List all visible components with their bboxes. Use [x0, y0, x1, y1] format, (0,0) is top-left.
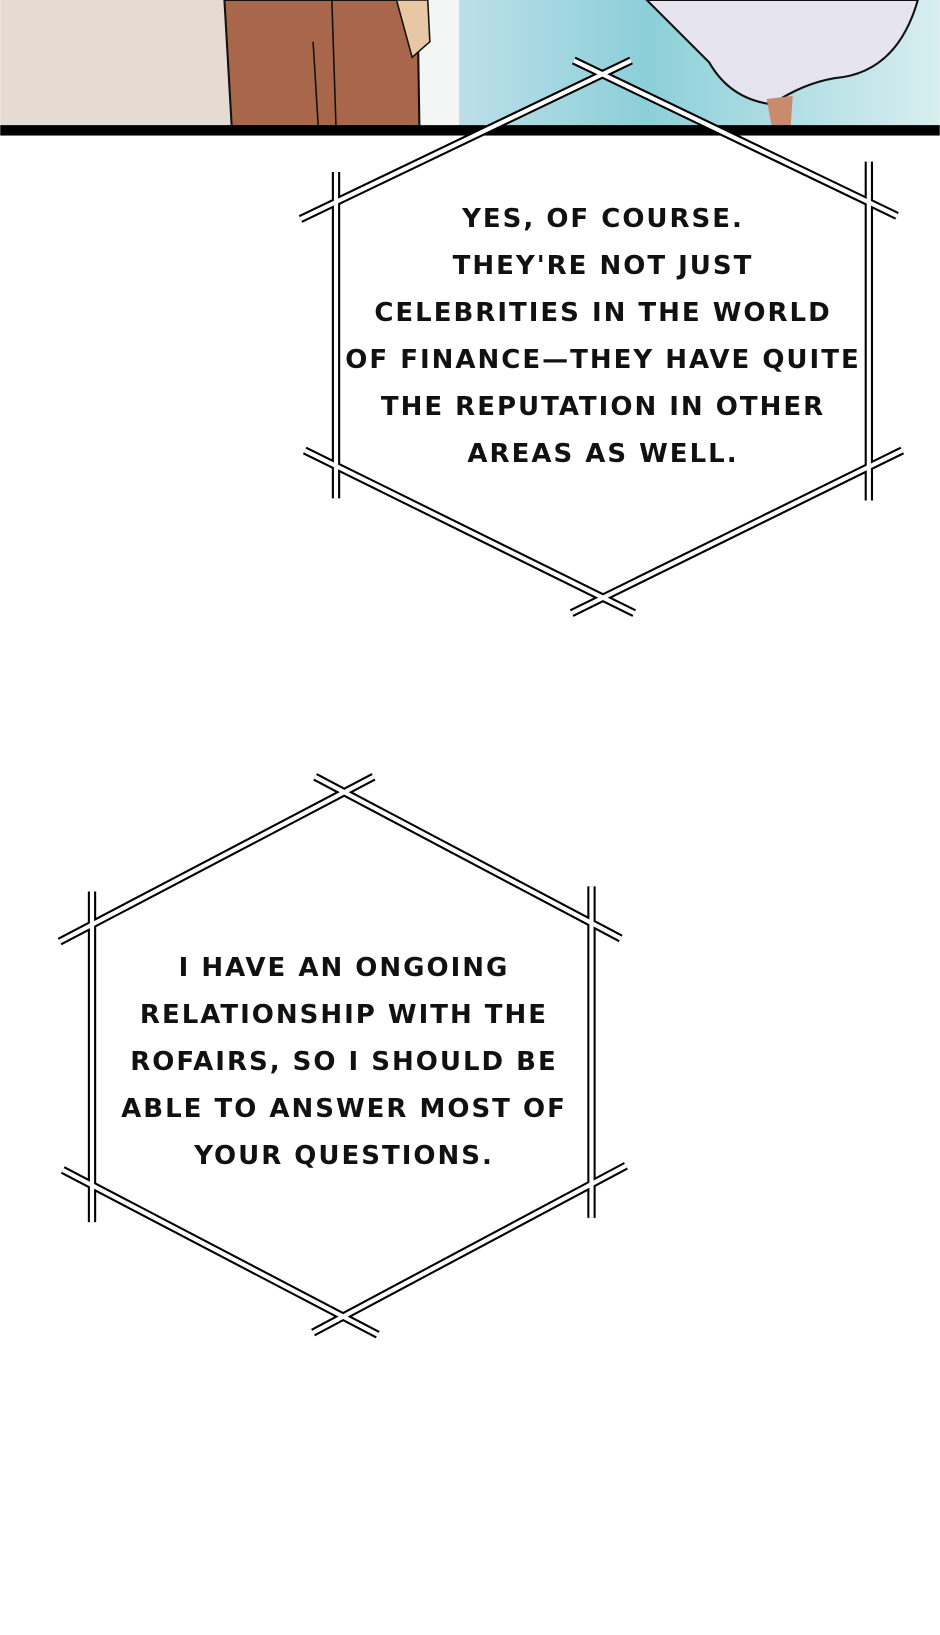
caption-line: THEY'RE NOT JUST	[452, 251, 754, 281]
brown-pants	[223, 0, 421, 129]
caption-line: I HAVE AN ONGOING	[178, 953, 510, 983]
top-panel	[0, 0, 940, 136]
speech-bubble-2-text: I HAVE AN ONGOING RELATIONSHIP WITH THE …	[121, 945, 567, 1180]
hand	[395, 0, 431, 59]
caption-line: ROFAIRS, SO I SHOULD BE	[130, 1047, 558, 1077]
caption-line: RELATIONSHIP WITH THE	[139, 1000, 549, 1030]
caption-line: ABLE TO ANSWER MOST OF	[121, 1094, 567, 1124]
caption-line: OF FINANCE—THEY HAVE QUITE	[345, 345, 861, 375]
speech-bubble-1-text: YES, OF COURSE. THEY'RE NOT JUST CELEBRI…	[345, 196, 860, 478]
caption-line: AREAS AS WELL.	[467, 439, 739, 469]
caption-line: CELEBRITIES IN THE WORLD	[374, 298, 832, 328]
panel-border	[0, 125, 940, 136]
caption-line: YOUR QUESTIONS.	[194, 1141, 494, 1171]
white-dress	[645, 0, 919, 106]
caption-line: YES, OF COURSE.	[462, 204, 744, 234]
leg	[766, 95, 793, 128]
speech-bubble-2-frame	[57, 773, 628, 1339]
speech-bubble-1-frame	[298, 56, 905, 617]
caption-line: THE REPUTATION IN OTHER	[380, 392, 826, 422]
